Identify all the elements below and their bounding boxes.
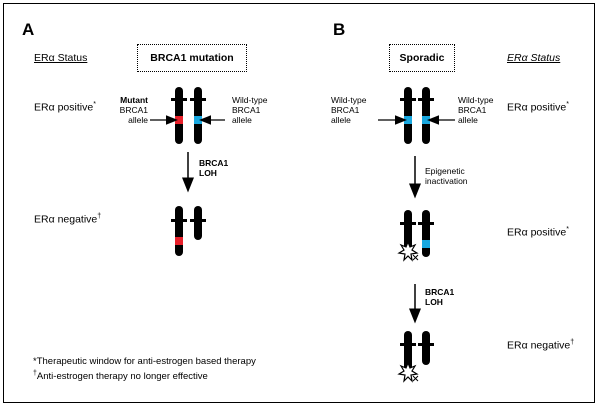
panel-b-box-label: Sporadic (399, 52, 445, 64)
chromosome-icon (400, 331, 416, 371)
wildtype-allele-marker (422, 240, 430, 248)
chromosome-icon (400, 87, 416, 144)
wildtype-allele-marker (422, 116, 430, 124)
chromosome-icon (190, 206, 206, 240)
wildtype-allele-marker (194, 116, 202, 124)
panel-a-label: A (22, 20, 35, 39)
panel-b-condition-box: Sporadic (389, 44, 455, 72)
panel-a-row2-status: ERα negative† (34, 213, 102, 226)
panel-b-row1-status: ERα positive* (507, 101, 569, 114)
methylation-starburst-icon (397, 361, 419, 383)
panel-b-status-heading: ERα Status (507, 52, 561, 64)
panel-a-condition-box: BRCA1 mutation (137, 44, 247, 72)
panel-a-wildtype-allele-label: Wild-type BRCA1 allele (232, 95, 268, 125)
chromosome-icon (418, 331, 434, 365)
chromosome-icon (418, 87, 434, 144)
footnote-no-longer-effective: †Anti-estrogen therapy no longer effecti… (33, 370, 208, 383)
chromosome-icon (171, 87, 187, 144)
panel-b-row2-status: ERα positive* (507, 226, 569, 239)
wildtype-allele-marker (404, 116, 412, 124)
footnote-therapeutic-window: *Therapeutic window for anti-estrogen ba… (33, 356, 256, 367)
panel-a-arrow-label: BRCA1 LOH (199, 158, 229, 178)
chromosome-icon (400, 210, 416, 250)
panel-b-arrow2-label: BRCA1 LOH (425, 287, 455, 307)
methylation-starburst-icon (397, 240, 419, 262)
panel-b-right-allele-label: Wild-type BRCA1 allele (458, 95, 494, 125)
panel-a-row1-status: ERα positive* (34, 101, 96, 114)
panel-b-label: B (333, 20, 346, 39)
panel-a-mutant-allele-label: Mutant BRCA1 allele (119, 95, 148, 125)
panel-a-box-label: BRCA1 mutation (150, 52, 234, 64)
panel-b-left-allele-label: Wild-type BRCA1 allele (331, 95, 367, 125)
panel-a-status-heading: ERα Status (34, 52, 88, 64)
chromosome-icon (171, 206, 187, 256)
chromosome-icon (190, 87, 206, 144)
panel-b-row3-status: ERα negative† (507, 339, 575, 352)
mutant-allele-marker (175, 237, 183, 245)
figure-frame (3, 3, 595, 403)
panel-b-arrow1-label: Epigenetic inactivation (425, 166, 468, 186)
mutant-allele-marker (175, 116, 183, 124)
chromosome-icon (418, 210, 434, 257)
